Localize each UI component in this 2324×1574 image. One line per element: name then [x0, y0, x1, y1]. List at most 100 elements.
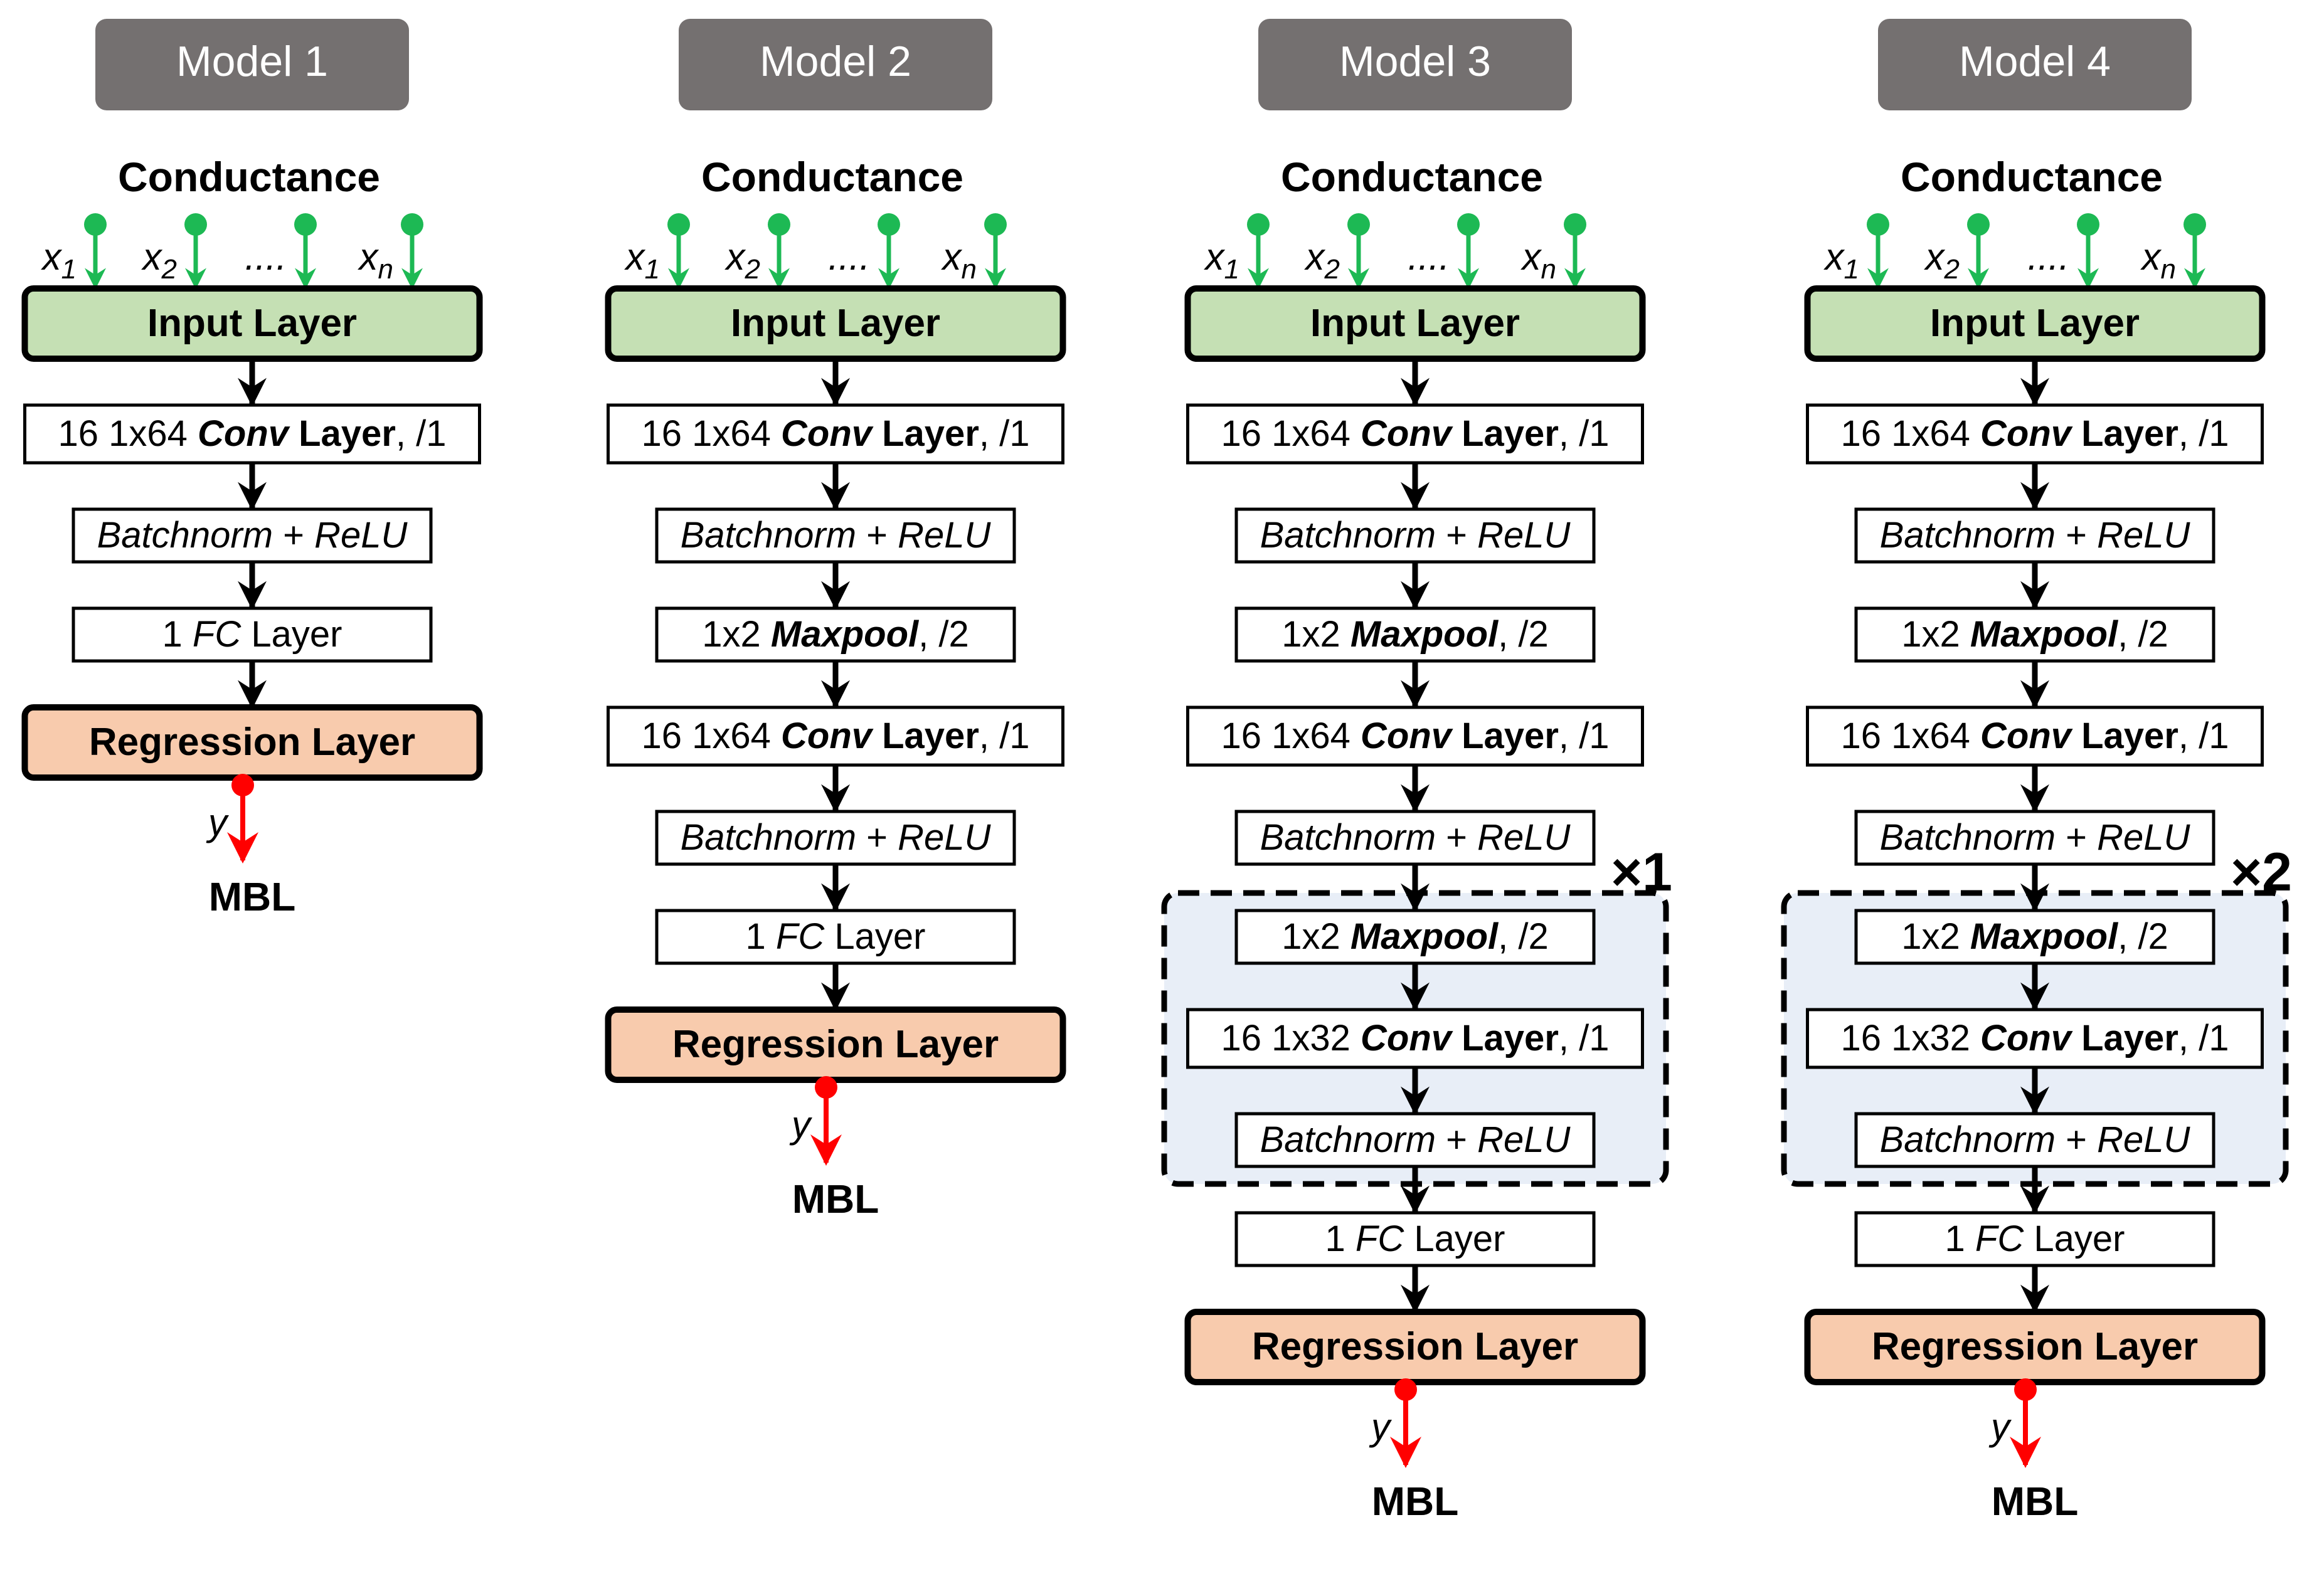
- layer-label: 16 1x64 Conv Layer, /1: [1840, 413, 2229, 454]
- output-variable-label: y: [1988, 1406, 2012, 1448]
- input-source-label: Conductance: [1901, 154, 2163, 200]
- layer-label: 16 1x64 Conv Layer, /1: [1221, 413, 1609, 454]
- input-variable-label: x1: [1204, 236, 1239, 285]
- layer-label: Regression Layer: [1252, 1325, 1578, 1368]
- output-variable-label: y: [206, 801, 230, 843]
- layer-label: Input Layer: [147, 302, 357, 345]
- input-variable-label: x2: [1924, 236, 1960, 285]
- input-layer-box: [1184, 285, 1646, 362]
- input-variable-label: x1: [41, 236, 77, 285]
- regression-layer-box: [21, 704, 483, 781]
- layer-label: Regression Layer: [672, 1023, 999, 1066]
- layer-label: 1x2 Maxpool, /2: [702, 614, 968, 655]
- regression-layer-box: [1804, 1309, 2266, 1385]
- input-variable-label: x2: [724, 236, 760, 285]
- input-layer-box: [605, 285, 1066, 362]
- output-node-dot: [1394, 1378, 1417, 1401]
- layer-label: 1x2 Maxpool, /2: [1281, 614, 1548, 655]
- plain-layer-box: [607, 403, 1064, 465]
- input-variable-label: ....: [1408, 236, 1450, 278]
- layer-label: Batchnorm + ReLU: [1880, 1119, 2191, 1160]
- layer-label: 16 1x64 Conv Layer, /1: [1221, 716, 1609, 756]
- output-label: MBL: [1992, 1479, 2079, 1524]
- plain-layer-box: [1806, 705, 2264, 767]
- input-source-label: Conductance: [118, 154, 380, 200]
- layer-label: 1x2 Maxpool, /2: [1901, 916, 2168, 957]
- input-node-dot: [1247, 213, 1270, 236]
- model-header-box: [1878, 19, 2192, 110]
- input-node-dot: [2077, 213, 2099, 236]
- layer-label: Input Layer: [731, 302, 940, 345]
- plain-layer-box: [607, 705, 1064, 767]
- model-header-box: [95, 19, 409, 110]
- layer-label: Input Layer: [1310, 302, 1520, 345]
- input-variable-label: xn: [1520, 236, 1556, 285]
- small-layer-box: [1234, 507, 1596, 564]
- repeat-count-label: ×1: [1611, 842, 1672, 902]
- input-layer-box: [1804, 285, 2266, 362]
- model-title: Model 4: [1959, 38, 2111, 85]
- layer-label: 16 1x64 Conv Layer, /1: [641, 716, 1029, 756]
- model-header-box: [679, 19, 992, 110]
- input-node-dot: [984, 213, 1007, 236]
- layer-label: 16 1x64 Conv Layer, /1: [1840, 716, 2229, 756]
- input-node-dot: [294, 213, 317, 236]
- input-node-dot: [768, 213, 790, 236]
- layer-label: 1x2 Maxpool, /2: [1281, 916, 1548, 957]
- model-title: Model 1: [176, 38, 328, 85]
- layer-label: 16 1x32 Conv Layer, /1: [1221, 1018, 1609, 1059]
- output-variable-label: y: [1369, 1406, 1393, 1448]
- input-variable-label: ....: [245, 236, 287, 278]
- small-layer-box: [655, 507, 1016, 564]
- plain-layer-box: [1186, 1008, 1644, 1069]
- regression-layer-box: [1184, 1309, 1646, 1385]
- layer-label: Batchnorm + ReLU: [1880, 515, 2191, 556]
- plain-layer-box: [1806, 1008, 2264, 1069]
- input-node-dot: [2183, 213, 2206, 236]
- layer-label: Batchnorm + ReLU: [1880, 817, 2191, 858]
- small-layer-box: [1854, 1112, 2215, 1168]
- regression-layer-box: [605, 1006, 1066, 1083]
- output-node-dot: [231, 774, 254, 796]
- small-layer-box: [1234, 1112, 1596, 1168]
- small-layer-box: [1854, 1211, 2215, 1267]
- layer-label: 1 FC Layer: [1945, 1218, 2125, 1259]
- layer-label: 16 1x32 Conv Layer, /1: [1840, 1018, 2229, 1059]
- small-layer-box: [1234, 1211, 1596, 1267]
- output-label: MBL: [792, 1176, 879, 1222]
- input-variable-label: xn: [941, 236, 977, 285]
- layer-label: Batchnorm + ReLU: [1260, 1119, 1571, 1160]
- layer-label: 16 1x64 Conv Layer, /1: [641, 413, 1029, 454]
- input-node-dot: [1347, 213, 1370, 236]
- input-variable-label: x2: [141, 236, 177, 285]
- output-variable-label: y: [789, 1104, 813, 1146]
- layer-label: 1x2 Maxpool, /2: [1901, 614, 2168, 655]
- input-source-label: Conductance: [1281, 154, 1543, 200]
- input-variable-label: xn: [358, 236, 393, 285]
- layer-label: Regression Layer: [89, 721, 415, 764]
- input-node-dot: [1867, 213, 1889, 236]
- input-node-dot: [1457, 213, 1480, 236]
- input-layer-box: [21, 285, 483, 362]
- input-node-dot: [1967, 213, 1990, 236]
- small-layer-box: [1854, 507, 2215, 564]
- output-node-dot: [815, 1076, 837, 1099]
- input-variable-label: x1: [624, 236, 660, 285]
- input-node-dot: [184, 213, 207, 236]
- input-node-dot: [84, 213, 107, 236]
- layer-label: 16 1x64 Conv Layer, /1: [58, 413, 446, 454]
- input-node-dot: [667, 213, 690, 236]
- small-layer-box: [1234, 909, 1596, 965]
- layer-label: Batchnorm + ReLU: [681, 515, 992, 556]
- model-title: Model 2: [760, 38, 911, 85]
- input-variable-label: x2: [1304, 236, 1340, 285]
- input-node-dot: [401, 213, 423, 236]
- small-layer-box: [1854, 909, 2215, 965]
- input-variable-label: ....: [828, 236, 870, 278]
- output-label: MBL: [209, 874, 296, 919]
